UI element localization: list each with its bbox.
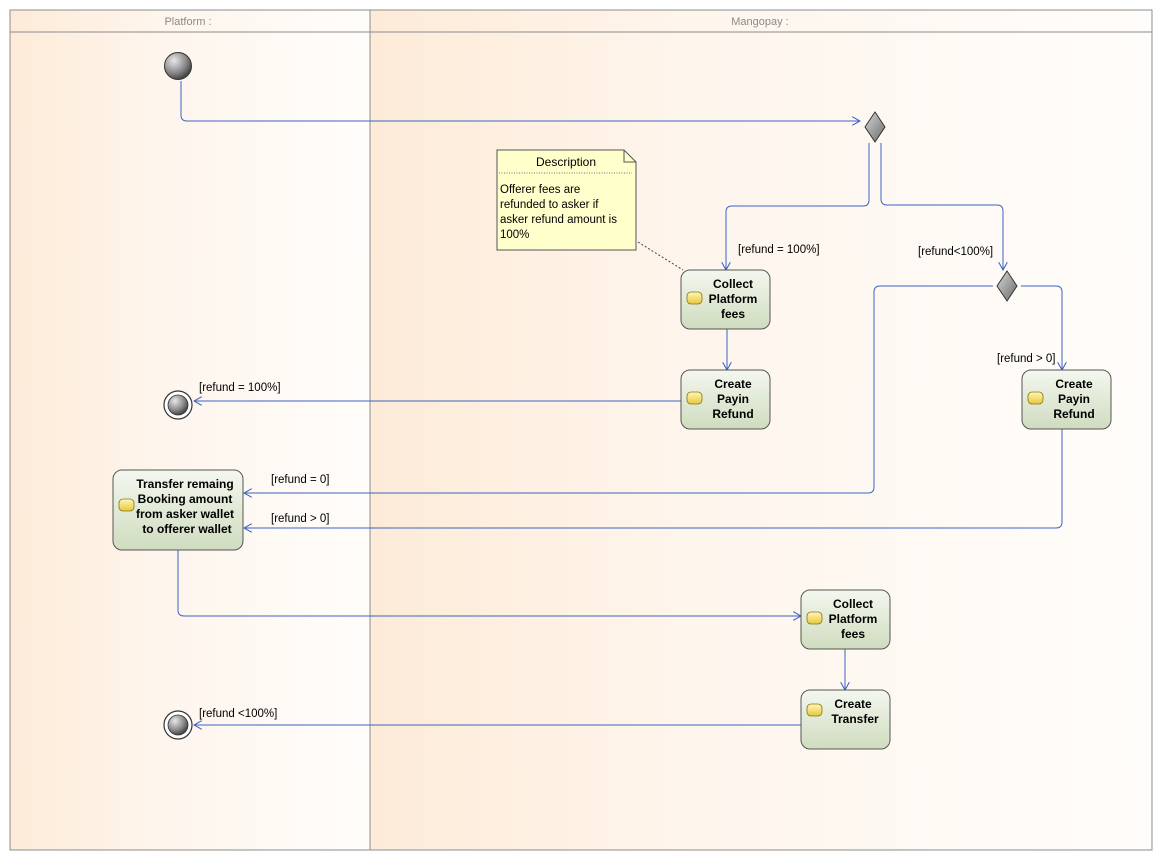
guard-labels: [refund = 100%] [refund<100%] [refund > … — [199, 244, 1056, 720]
final-node-1[interactable] — [163, 390, 193, 420]
activity-transfer-remaining-booking-amount[interactable]: Transfer remaing Booking amount from ask… — [112, 469, 244, 551]
edge-decision-to-decision-2 — [880, 143, 1003, 270]
action-pin-icon — [686, 391, 703, 405]
guard-label: [refund <100%] — [199, 708, 277, 720]
note-connector — [637, 241, 684, 271]
activity-label: Payin — [717, 392, 749, 406]
activity-label: Collect — [833, 597, 873, 611]
edge-decision-2-to-transfer-remaining — [244, 285, 993, 493]
activity-label: from asker wallet — [136, 507, 234, 521]
activity-label: Create — [714, 377, 752, 391]
swimlane-mangopay: Mangopay : — [369, 9, 1153, 851]
activity-create-transfer[interactable]: Create Transfer — [800, 689, 891, 750]
activity-label: fees — [841, 627, 865, 641]
final-node-2[interactable] — [163, 710, 193, 740]
description-note: Description Offerer fees are refunded to… — [496, 149, 637, 251]
edge-decision-2-to-payin-refund-2 — [1021, 285, 1062, 370]
edge-decision-to-collect-fees-1 — [726, 143, 870, 270]
guard-label: [refund = 100%] — [199, 382, 281, 394]
action-pin-icon — [1027, 391, 1044, 405]
activity-label: Booking amount — [138, 492, 233, 506]
activity-label: to offerer wallet — [142, 522, 231, 536]
activity-label: Payin — [1058, 392, 1090, 406]
activity-label: Transfer — [831, 712, 879, 726]
guard-label: [refund > 0] — [997, 353, 1056, 365]
activity-label: Refund — [1053, 407, 1094, 421]
note-line: 100% — [500, 229, 529, 241]
activity-label: Platform — [709, 292, 758, 306]
guard-label: [refund = 100%] — [738, 244, 820, 256]
activity-label: fees — [721, 307, 745, 321]
activity-label: Platform — [829, 612, 878, 626]
lane-title-platform: Platform : — [164, 16, 211, 28]
activity-create-payin-refund-1[interactable]: Create Payin Refund — [680, 369, 771, 430]
initial-node[interactable] — [164, 52, 192, 80]
activity-label: Create — [834, 697, 872, 711]
action-pin-icon — [806, 703, 823, 717]
action-pin-icon — [806, 611, 823, 625]
note-title: Description — [536, 155, 596, 169]
activity-collect-platform-fees-1[interactable]: Collect Platform fees — [680, 269, 771, 330]
activity-create-payin-refund-2[interactable]: Create Payin Refund — [1021, 369, 1112, 430]
decision-node-refund[interactable] — [864, 111, 886, 143]
guard-label: [refund<100%] — [918, 246, 993, 258]
note-line: refunded to asker if — [500, 199, 599, 211]
guard-label: [refund = 0] — [271, 474, 330, 486]
activity-label: Collect — [713, 277, 753, 291]
activity-label: Refund — [712, 407, 753, 421]
action-pin-icon — [118, 498, 135, 512]
guard-label: [refund > 0] — [271, 513, 330, 525]
edges — [177, 81, 1063, 725]
lane-title-mangopay: Mangopay : — [731, 16, 788, 28]
note-line: asker refund amount is — [500, 214, 617, 226]
edge-start-to-decision — [180, 81, 860, 121]
action-pin-icon — [686, 291, 703, 305]
edge-transfer-remaining-to-collect-fees-2 — [177, 550, 801, 616]
swimlane-platform: Platform : — [9, 9, 371, 851]
decision-node-refund-amount[interactable] — [996, 270, 1018, 302]
activity-label: Transfer remaing — [136, 477, 233, 491]
activity-label: Create — [1055, 377, 1093, 391]
edge-payin-refund-2-to-transfer-remaining — [244, 429, 1063, 528]
activity-collect-platform-fees-2[interactable]: Collect Platform fees — [800, 589, 891, 650]
note-line: Offerer fees are — [500, 184, 580, 196]
